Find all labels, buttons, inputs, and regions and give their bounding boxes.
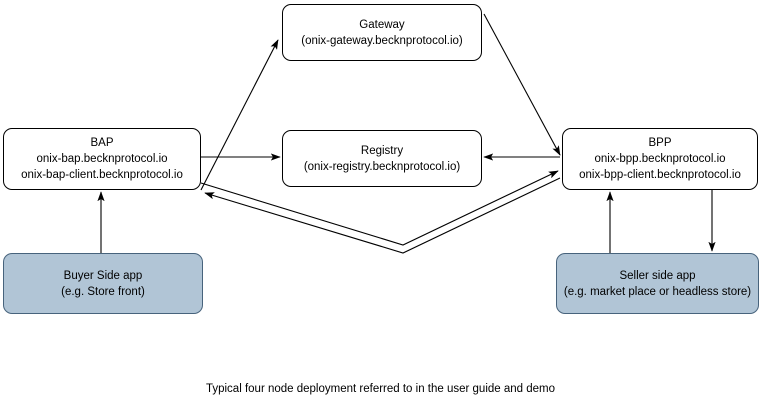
diagram-caption: Typical four node deployment referred to… xyxy=(205,383,556,395)
node-bpp-host: onix-bpp.becknprotocol.io xyxy=(594,153,726,165)
node-seller-side-app[interactable]: Seller side app (e.g. market place or he… xyxy=(556,253,759,314)
node-bap-client-host: onix-bap-client.becknprotocol.io xyxy=(21,169,183,181)
node-gateway-title: Gateway xyxy=(359,18,405,31)
node-buyer-side-app-example: (e.g. Store front) xyxy=(61,285,145,298)
node-buyer-side-app-title: Buyer Side app xyxy=(63,269,143,282)
node-bpp[interactable]: BPP onix-bpp.becknprotocol.io onix-bpp-c… xyxy=(562,128,758,190)
node-gateway-host: (onix-gateway.becknprotocol.io) xyxy=(301,34,463,47)
edge-bap-to-bpp xyxy=(200,170,559,246)
node-seller-side-app-example: (e.g. market place or headless store) xyxy=(563,285,752,298)
node-bap-host: onix-bap.becknprotocol.io xyxy=(36,153,168,165)
node-buyer-side-app[interactable]: Buyer Side app (e.g. Store front) xyxy=(3,253,203,314)
node-registry-title: Registry xyxy=(360,144,404,157)
node-bap[interactable]: BAP onix-bap.becknprotocol.io onix-bap-c… xyxy=(3,128,201,190)
node-seller-side-app-title: Seller side app xyxy=(619,269,696,282)
node-registry-host: (onix-registry.becknprotocol.io) xyxy=(303,160,461,173)
node-registry[interactable]: Registry (onix-registry.becknprotocol.io… xyxy=(282,130,482,187)
edge-gateway-to-bpp xyxy=(483,13,561,156)
node-bpp-client-host: onix-bpp-client.becknprotocol.io xyxy=(579,169,741,181)
edge-bpp-to-bap xyxy=(204,177,561,254)
edge-bap-to-gateway xyxy=(200,39,279,191)
node-gateway[interactable]: Gateway (onix-gateway.becknprotocol.io) xyxy=(282,4,482,61)
node-bap-title: BAP xyxy=(90,137,114,149)
node-bpp-title: BPP xyxy=(648,137,672,149)
